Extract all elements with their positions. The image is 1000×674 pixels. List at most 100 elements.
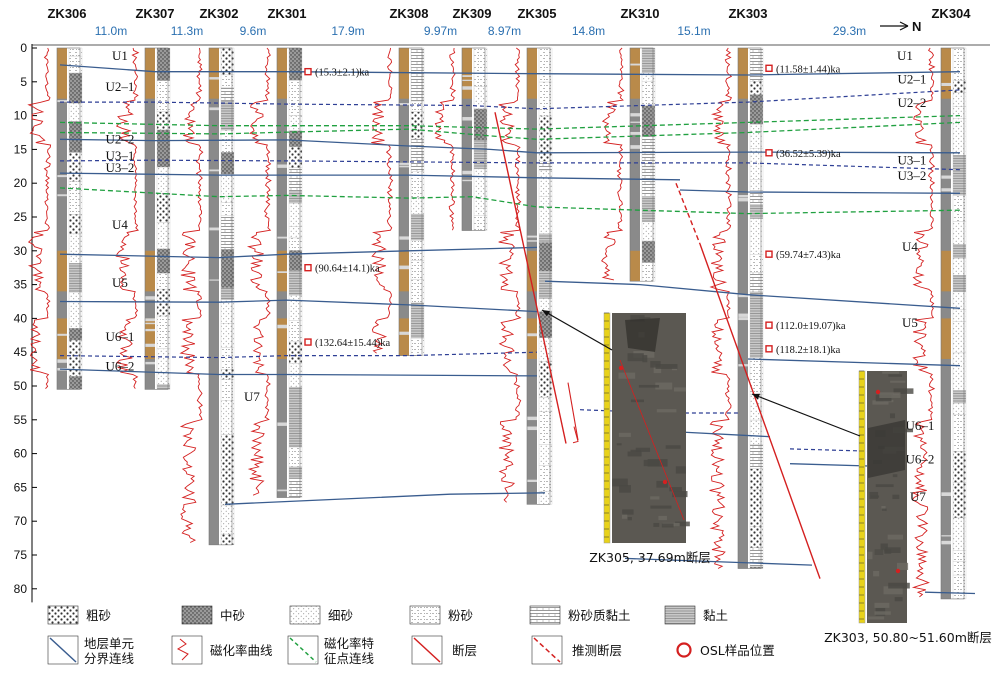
core-light-band	[738, 294, 748, 298]
susceptibility-curve-zk303	[709, 47, 733, 569]
core-brown-interval	[941, 250, 951, 292]
legend-swatch-medium-sand	[181, 605, 213, 625]
core-photo-texture	[874, 611, 891, 615]
depth-tick-label: 60	[14, 447, 28, 461]
core-photo-texture	[650, 496, 660, 500]
legend-label-susceptibility-marker-line: 征点连线	[324, 651, 375, 666]
core-photo-texture	[643, 459, 660, 467]
core-brown-interval	[57, 48, 67, 99]
borehole-name-zk310: ZK310	[620, 6, 659, 21]
core-brown-interval	[277, 250, 287, 292]
core-photo-texture	[879, 392, 901, 398]
susceptibility-curve-zk308	[371, 47, 394, 354]
legend-label-fault: 断层	[452, 643, 477, 658]
unit-label-u4: U4	[112, 217, 128, 232]
borehole-name-zk307: ZK307	[135, 6, 174, 21]
core-photo-texture	[622, 509, 634, 515]
unit-boundary-dashed	[59, 351, 538, 359]
core-light-band	[209, 227, 219, 231]
photo-fault-point	[875, 389, 881, 395]
legend-label-fine-sand: 细砂	[328, 608, 353, 623]
legend: 粗砂中砂细砂粉砂粉砂质黏土黏土地层单元分界连线磁化率曲线磁化率特征点连线断层推测…	[47, 605, 775, 666]
osl-sample-marker	[304, 338, 312, 346]
osl-age-label: (59.74±7.43)ka	[776, 250, 841, 261]
core-strip	[209, 48, 219, 545]
osl-sample-marker	[765, 321, 773, 329]
unit-label-u6-2: U6–2	[106, 359, 135, 374]
legend-label-susceptibility-marker-line: 磁化率特	[324, 636, 374, 651]
susceptibility-curve-zk309	[434, 47, 457, 231]
core-light-band	[209, 107, 219, 110]
core-light-band	[57, 333, 67, 336]
legend-label-silty-clay: 粉砂质黏土	[568, 608, 631, 623]
core-photo-texture	[665, 445, 681, 449]
borehole-name-zk305: ZK305	[517, 6, 556, 21]
core-light-band	[630, 63, 640, 66]
unit-label-u2-1: U2–1	[898, 71, 927, 86]
core-photo-texture	[889, 413, 896, 419]
core-light-band	[57, 175, 67, 178]
core-light-band	[209, 77, 219, 80]
photo-pointer-arrow	[751, 393, 861, 437]
photo-fault-point	[618, 365, 624, 371]
core-photo-zk305	[603, 312, 690, 544]
core-photo-texture	[633, 351, 655, 358]
unit-boundary-line	[59, 138, 961, 154]
core-brown-interval	[630, 48, 640, 99]
core-photo-texture	[655, 364, 678, 369]
core-light-band	[399, 165, 409, 168]
core-photo-texture	[612, 478, 628, 487]
core-photo-texture	[639, 317, 651, 320]
core-brown-interval	[209, 48, 219, 99]
core-light-band	[399, 162, 409, 165]
borehole-name-zk306: ZK306	[47, 6, 86, 21]
osl-age-label: (90.64±14.1)ka	[315, 264, 380, 275]
borehole-zk304: ZK304	[910, 6, 971, 600]
core-photo-texture	[894, 597, 903, 602]
legend-label-unit-boundary-line: 地层单元	[84, 636, 134, 651]
depth-tick-label: 50	[14, 379, 28, 393]
core-brown-interval	[277, 318, 287, 359]
core-light-band	[941, 540, 951, 545]
unit-label-u5: U5	[902, 315, 918, 330]
unit-label-u5: U5	[112, 275, 128, 290]
osl-age-label: (15.3±2.1)ka	[315, 68, 370, 79]
core-light-band	[209, 169, 219, 172]
core-photo-texture	[881, 508, 887, 512]
core-photo-texture	[669, 487, 682, 492]
core-light-band	[145, 296, 155, 300]
core-photo-texture	[650, 505, 672, 509]
core-photo-texture	[872, 400, 889, 405]
photo-pointer-arrow	[541, 309, 613, 351]
core-photo-texture	[675, 521, 690, 527]
core-photo-texture	[630, 399, 644, 403]
core-photo-texture	[619, 485, 631, 493]
core-photo-texture	[873, 570, 880, 577]
legend-swatch-silty-clay	[529, 605, 561, 625]
column-outline	[526, 47, 551, 505]
core-light-band	[630, 113, 640, 117]
core-light-band	[145, 322, 155, 325]
core-light-band	[738, 197, 748, 202]
core-photo-fracture	[625, 318, 660, 352]
core-photo-texture	[616, 443, 622, 446]
susceptibility-curve-zk304	[910, 47, 936, 598]
osl-age-label: (11.58±1.44)ka	[776, 64, 841, 75]
susceptibility-marker-line	[59, 121, 961, 140]
borehole-name-zk302: ZK302	[199, 6, 238, 21]
legend-label-inferred-fault: 推测断层	[572, 643, 622, 658]
core-brown-interval	[941, 318, 951, 359]
unit-boundary-line	[679, 189, 961, 194]
core-photo-zk303	[858, 370, 914, 624]
core-strip	[145, 48, 155, 390]
core-brown-interval	[399, 48, 409, 99]
depth-tick-label: 65	[14, 480, 28, 494]
core-light-band	[630, 132, 640, 135]
core-strip	[738, 48, 748, 569]
borehole-distance-label: 8.97m	[488, 24, 521, 38]
fault-line	[494, 112, 567, 444]
